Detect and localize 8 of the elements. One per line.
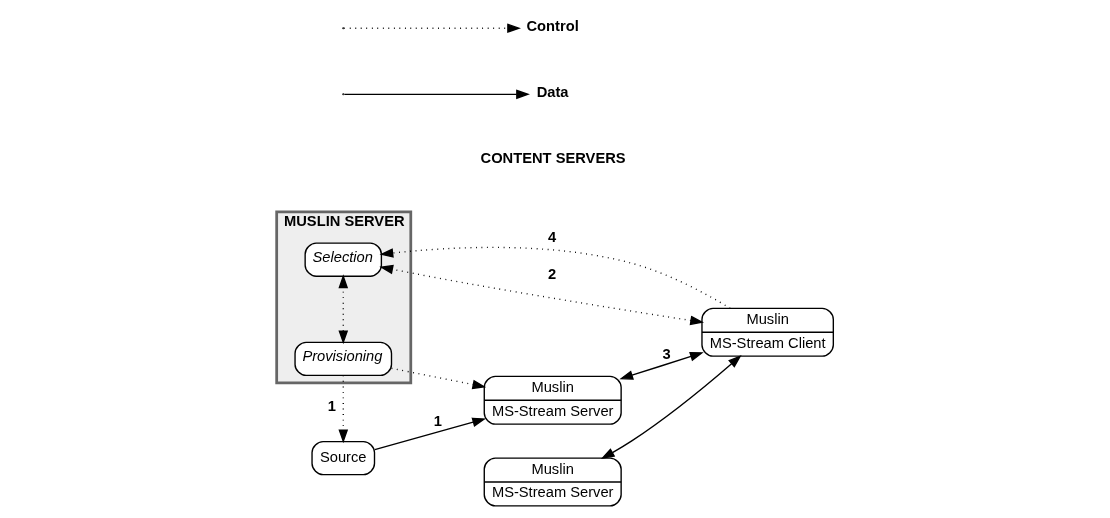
edge-label: 4 <box>548 229 557 246</box>
edge-label: 1 <box>327 398 336 415</box>
edge-label: 1 <box>433 412 442 429</box>
edge-label: 2 <box>548 265 557 282</box>
edge-label: 3 <box>662 345 671 362</box>
legend-label: Control <box>526 17 579 34</box>
legend-label: Data <box>536 83 569 100</box>
label: CONTENT SERVERS <box>480 150 626 167</box>
